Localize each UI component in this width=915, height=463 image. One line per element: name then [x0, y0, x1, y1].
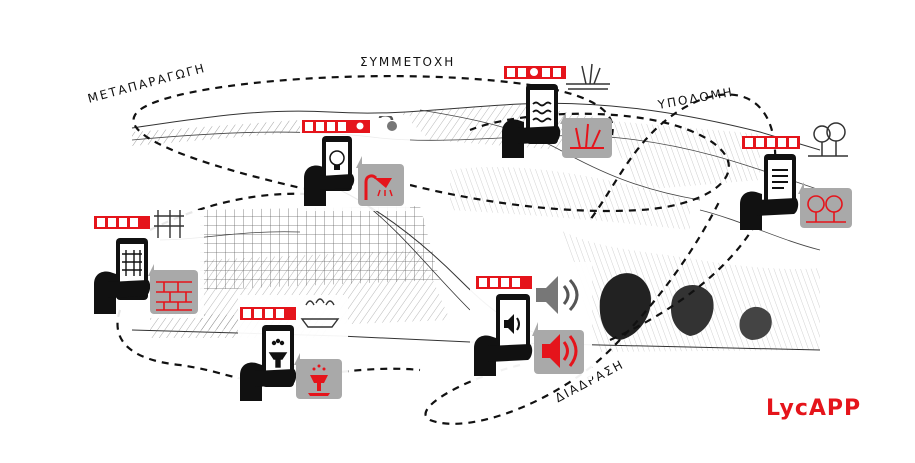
lightbulb-icon [329, 150, 345, 170]
bubble-shower-icon [356, 156, 404, 206]
card-lighting [300, 114, 410, 211]
hand-phone-icon [94, 238, 151, 314]
loop-symmetochi [409, 112, 730, 213]
toolbar-icons [240, 307, 296, 320]
bubble-fountain-sculpture-icon [294, 353, 342, 399]
hand-phone-icon [240, 325, 297, 401]
bubble-brick-wall-icon [148, 264, 198, 314]
fountain-outline-icon [300, 298, 340, 328]
loop-ypodomi [589, 93, 777, 342]
text-lines-icon [772, 169, 788, 189]
hand-phone-icon [502, 84, 561, 158]
toolbar-icons [504, 66, 566, 79]
shower-lamp-icon [378, 114, 397, 131]
card-structure [92, 210, 204, 318]
scaffold-icon [122, 250, 142, 276]
loop-metaparagogi [132, 74, 614, 192]
bubble-speaker-loud-icon [532, 322, 584, 374]
hand-phone-icon [740, 154, 799, 230]
trees-outline-icon [808, 122, 848, 157]
speaker-outline-icon [536, 276, 579, 314]
waves-icon [532, 101, 552, 123]
brand-logo-text: LycAPP [766, 396, 862, 421]
scaffold-sketch-icon [154, 210, 184, 238]
hand-phone-icon [304, 136, 355, 206]
toolbar-icons [742, 136, 800, 149]
card-fountain [238, 295, 348, 403]
card-sound [470, 262, 592, 380]
hand-phone-icon [474, 294, 533, 376]
toolbar-icons [94, 216, 150, 229]
card-water [500, 62, 620, 162]
toolbar-icons [476, 276, 532, 289]
label-symmetochi: ΣΥΜΜΕΤΟΧΗ [360, 55, 456, 69]
toolbar-icons [302, 120, 370, 133]
reeds-icon [566, 63, 610, 90]
fountain-icon [268, 338, 288, 368]
bubble-grass-icon [560, 112, 612, 158]
card-info [738, 120, 858, 232]
bubble-trees-icon [798, 182, 852, 228]
speaker-icon [504, 314, 520, 334]
loop-diadrasi [424, 199, 721, 425]
